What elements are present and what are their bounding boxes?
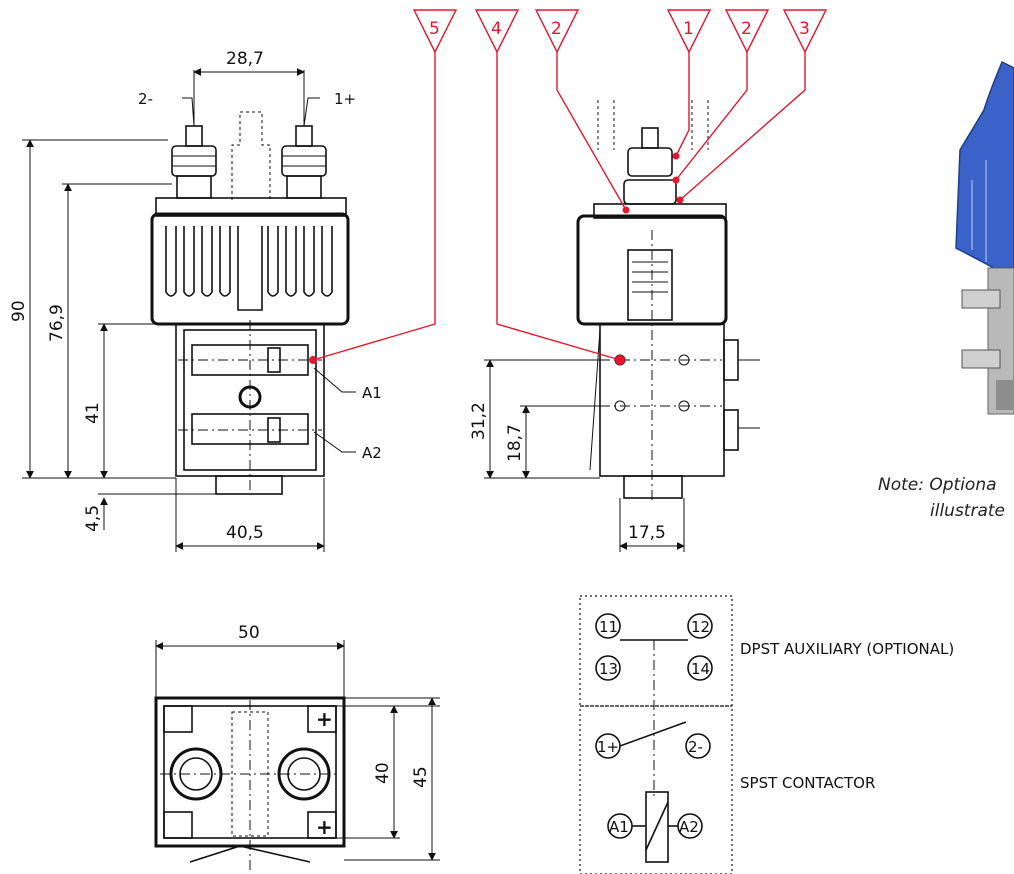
note-line-2: illustrate	[930, 501, 1005, 521]
dim-height-body: 41	[83, 402, 103, 424]
side-body	[599, 323, 725, 477]
terminal-stud-left	[185, 125, 203, 147]
note-text: Note: Optiona illustrate	[878, 472, 1005, 524]
svg-text:13: 13	[599, 660, 618, 678]
dim-side-h1: 31,2	[469, 402, 489, 440]
front-view: 28,7 2- 1+ A1 A2 90 76,9 41 4,5 40,5	[9, 49, 382, 552]
svg-text:4: 4	[491, 19, 502, 39]
svg-text:2-: 2-	[688, 738, 703, 756]
svg-text:2: 2	[551, 19, 562, 39]
product-photo	[955, 60, 1014, 415]
terminal-stud-right	[295, 125, 313, 147]
contactor-box	[579, 705, 733, 874]
dim-base-width: 40,5	[226, 523, 264, 543]
callout-flag-2a	[534, 9, 580, 54]
callout-flag-4	[474, 9, 520, 54]
label-a2: A2	[362, 444, 382, 462]
terminal-washer-left	[176, 175, 212, 199]
svg-text:1: 1	[683, 19, 694, 39]
bottom-view: + + 50 40 45	[154, 623, 440, 870]
side-terminal-nut	[627, 147, 673, 177]
coil-symbol	[645, 791, 669, 863]
label-terminal-plus: 1+	[334, 90, 356, 108]
terminal-nut-right	[281, 145, 327, 177]
dim-bottom-h2: 45	[411, 766, 431, 788]
side-view: 31,2 18,7 17,5	[469, 100, 760, 552]
dim-side-h2: 18,7	[505, 424, 525, 462]
svg-text:12: 12	[691, 618, 710, 636]
dim-bottom-width: 50	[238, 623, 260, 643]
aux-label: DPST AUXILIARY (OPTIONAL)	[740, 640, 954, 658]
note-line-1: Note: Optiona	[878, 475, 997, 495]
svg-text:11: 11	[599, 618, 618, 636]
svg-text:+: +	[316, 815, 333, 839]
svg-text:A1: A1	[609, 818, 629, 836]
callout-flag-5	[412, 9, 458, 54]
callout-flag-1	[666, 9, 712, 54]
dim-bottom-h1: 40	[373, 762, 393, 784]
dim-height-total: 90	[9, 300, 29, 322]
dim-height-terminal: 76,9	[47, 304, 67, 342]
contactor-label: SPST CONTACTOR	[740, 774, 875, 792]
label-terminal-minus: 2-	[138, 90, 153, 108]
terminal-nut-left	[171, 145, 217, 177]
connector-bottom	[215, 475, 283, 495]
side-spring	[627, 249, 673, 321]
dim-top-width: 28,7	[226, 49, 264, 69]
plus-icon: +	[316, 707, 333, 731]
callout-flag-3	[782, 9, 828, 54]
aux-box	[579, 595, 733, 707]
contactor-cap	[150, 212, 350, 326]
housing-top	[155, 197, 347, 217]
dim-side-width: 17,5	[628, 523, 666, 543]
label-a1: A1	[362, 384, 382, 402]
svg-text:2: 2	[741, 19, 752, 39]
logo-icon	[238, 385, 262, 409]
callout-flag-2b	[724, 9, 770, 54]
terminal-washer-right	[286, 175, 322, 199]
svg-text:14: 14	[691, 660, 710, 678]
svg-text:A2: A2	[679, 818, 699, 836]
svg-text:5: 5	[429, 19, 440, 39]
callout-flags: 5 4 2 1 2 3	[312, 9, 828, 361]
svg-text:3: 3	[799, 19, 810, 39]
dim-height-bottom: 4,5	[83, 505, 103, 532]
svg-text:1+: 1+	[597, 738, 619, 756]
schematic: 11 12 13 14 1+ 2- A1 A2 DPST AUXILIARY (…	[579, 595, 954, 874]
